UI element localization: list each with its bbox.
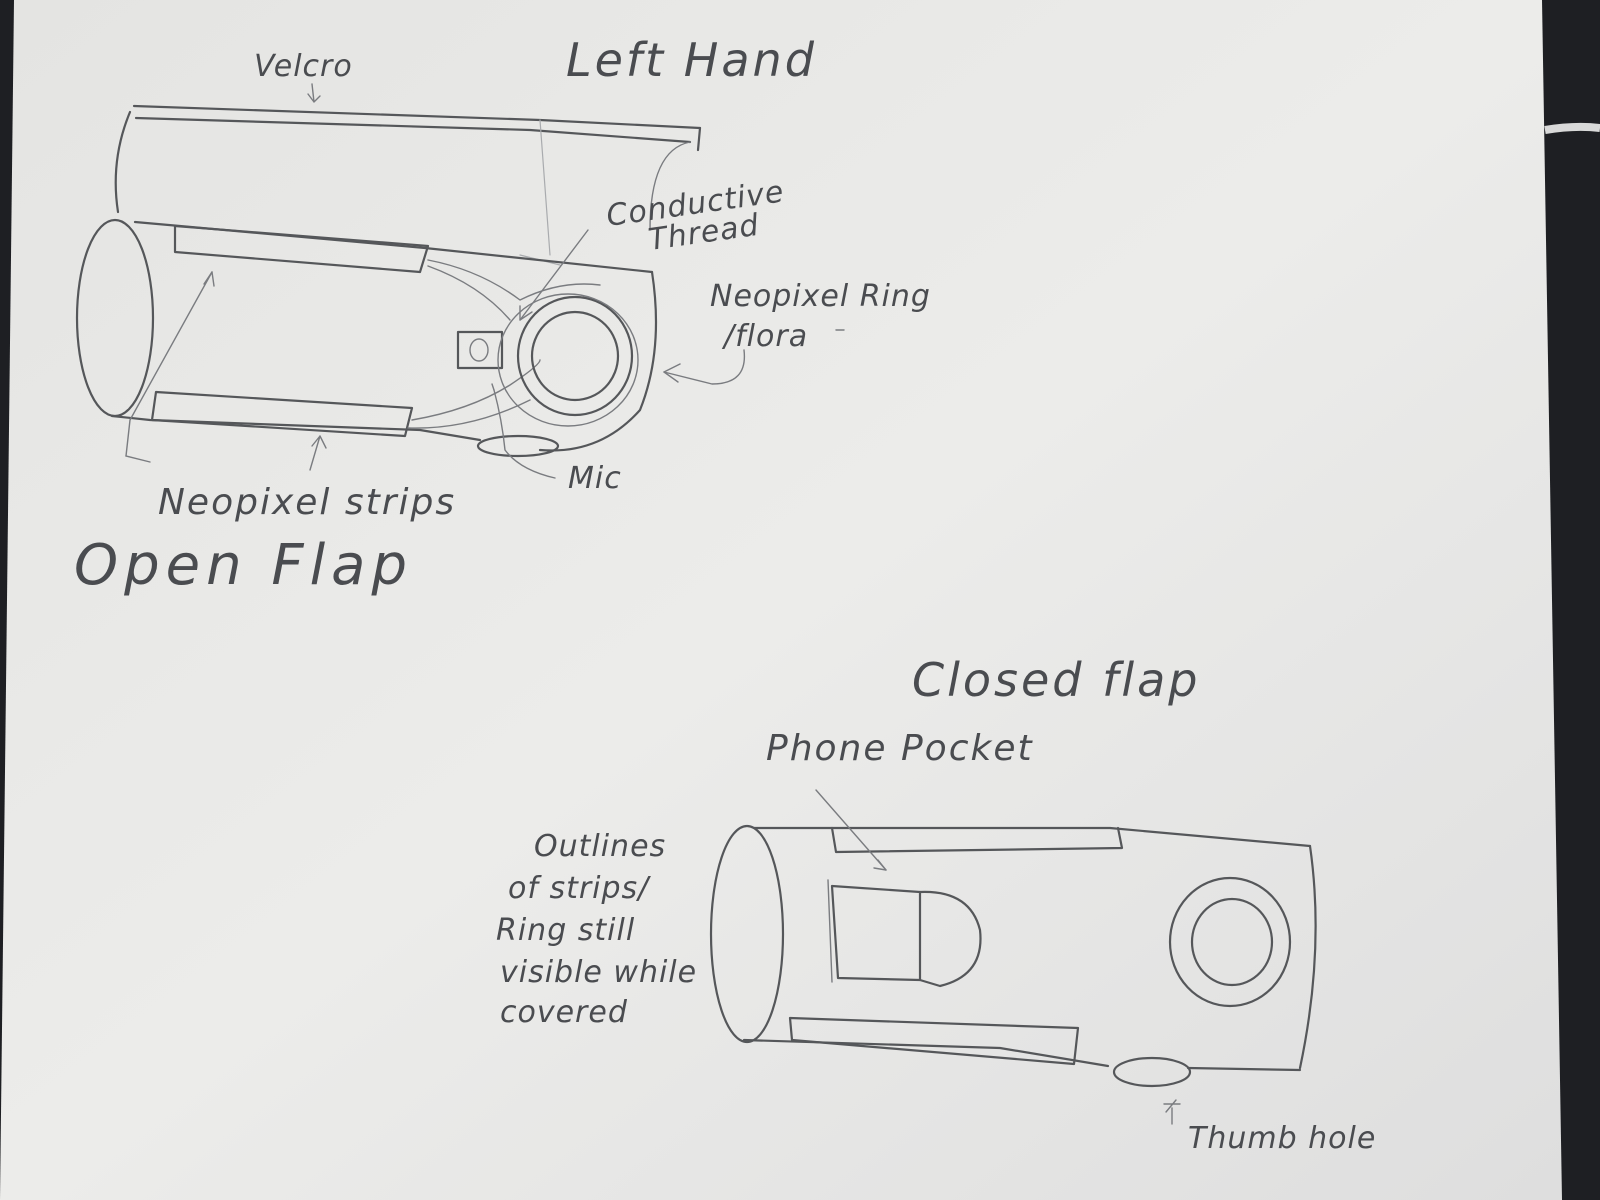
cable bbox=[1545, 127, 1600, 130]
label-thumb-hole: Thumb hole bbox=[1188, 1121, 1376, 1156]
label-outlines-3: Ring still bbox=[496, 913, 635, 948]
label-outlines-2: of strips/ bbox=[508, 871, 651, 906]
label-outlines-4: visible while bbox=[500, 955, 697, 990]
label-neopixel-ring-2: /flora bbox=[721, 319, 808, 354]
label-open-flap: Open Flap bbox=[74, 533, 413, 598]
label-phone-pocket: Phone Pocket bbox=[766, 728, 1034, 769]
label-outlines-5: covered bbox=[500, 995, 628, 1030]
label-outlines-1: Outlines bbox=[534, 829, 666, 864]
label-mic: Mic bbox=[568, 461, 622, 496]
label-neopixel-ring-1: Neopixel Ring bbox=[710, 279, 931, 314]
label-velcro: Velcro bbox=[254, 49, 353, 84]
label-closed-flap: Closed flap bbox=[912, 653, 1201, 707]
label-left-hand: Left Hand bbox=[566, 33, 817, 87]
label-neopixel-strips: Neopixel strips bbox=[158, 482, 456, 523]
